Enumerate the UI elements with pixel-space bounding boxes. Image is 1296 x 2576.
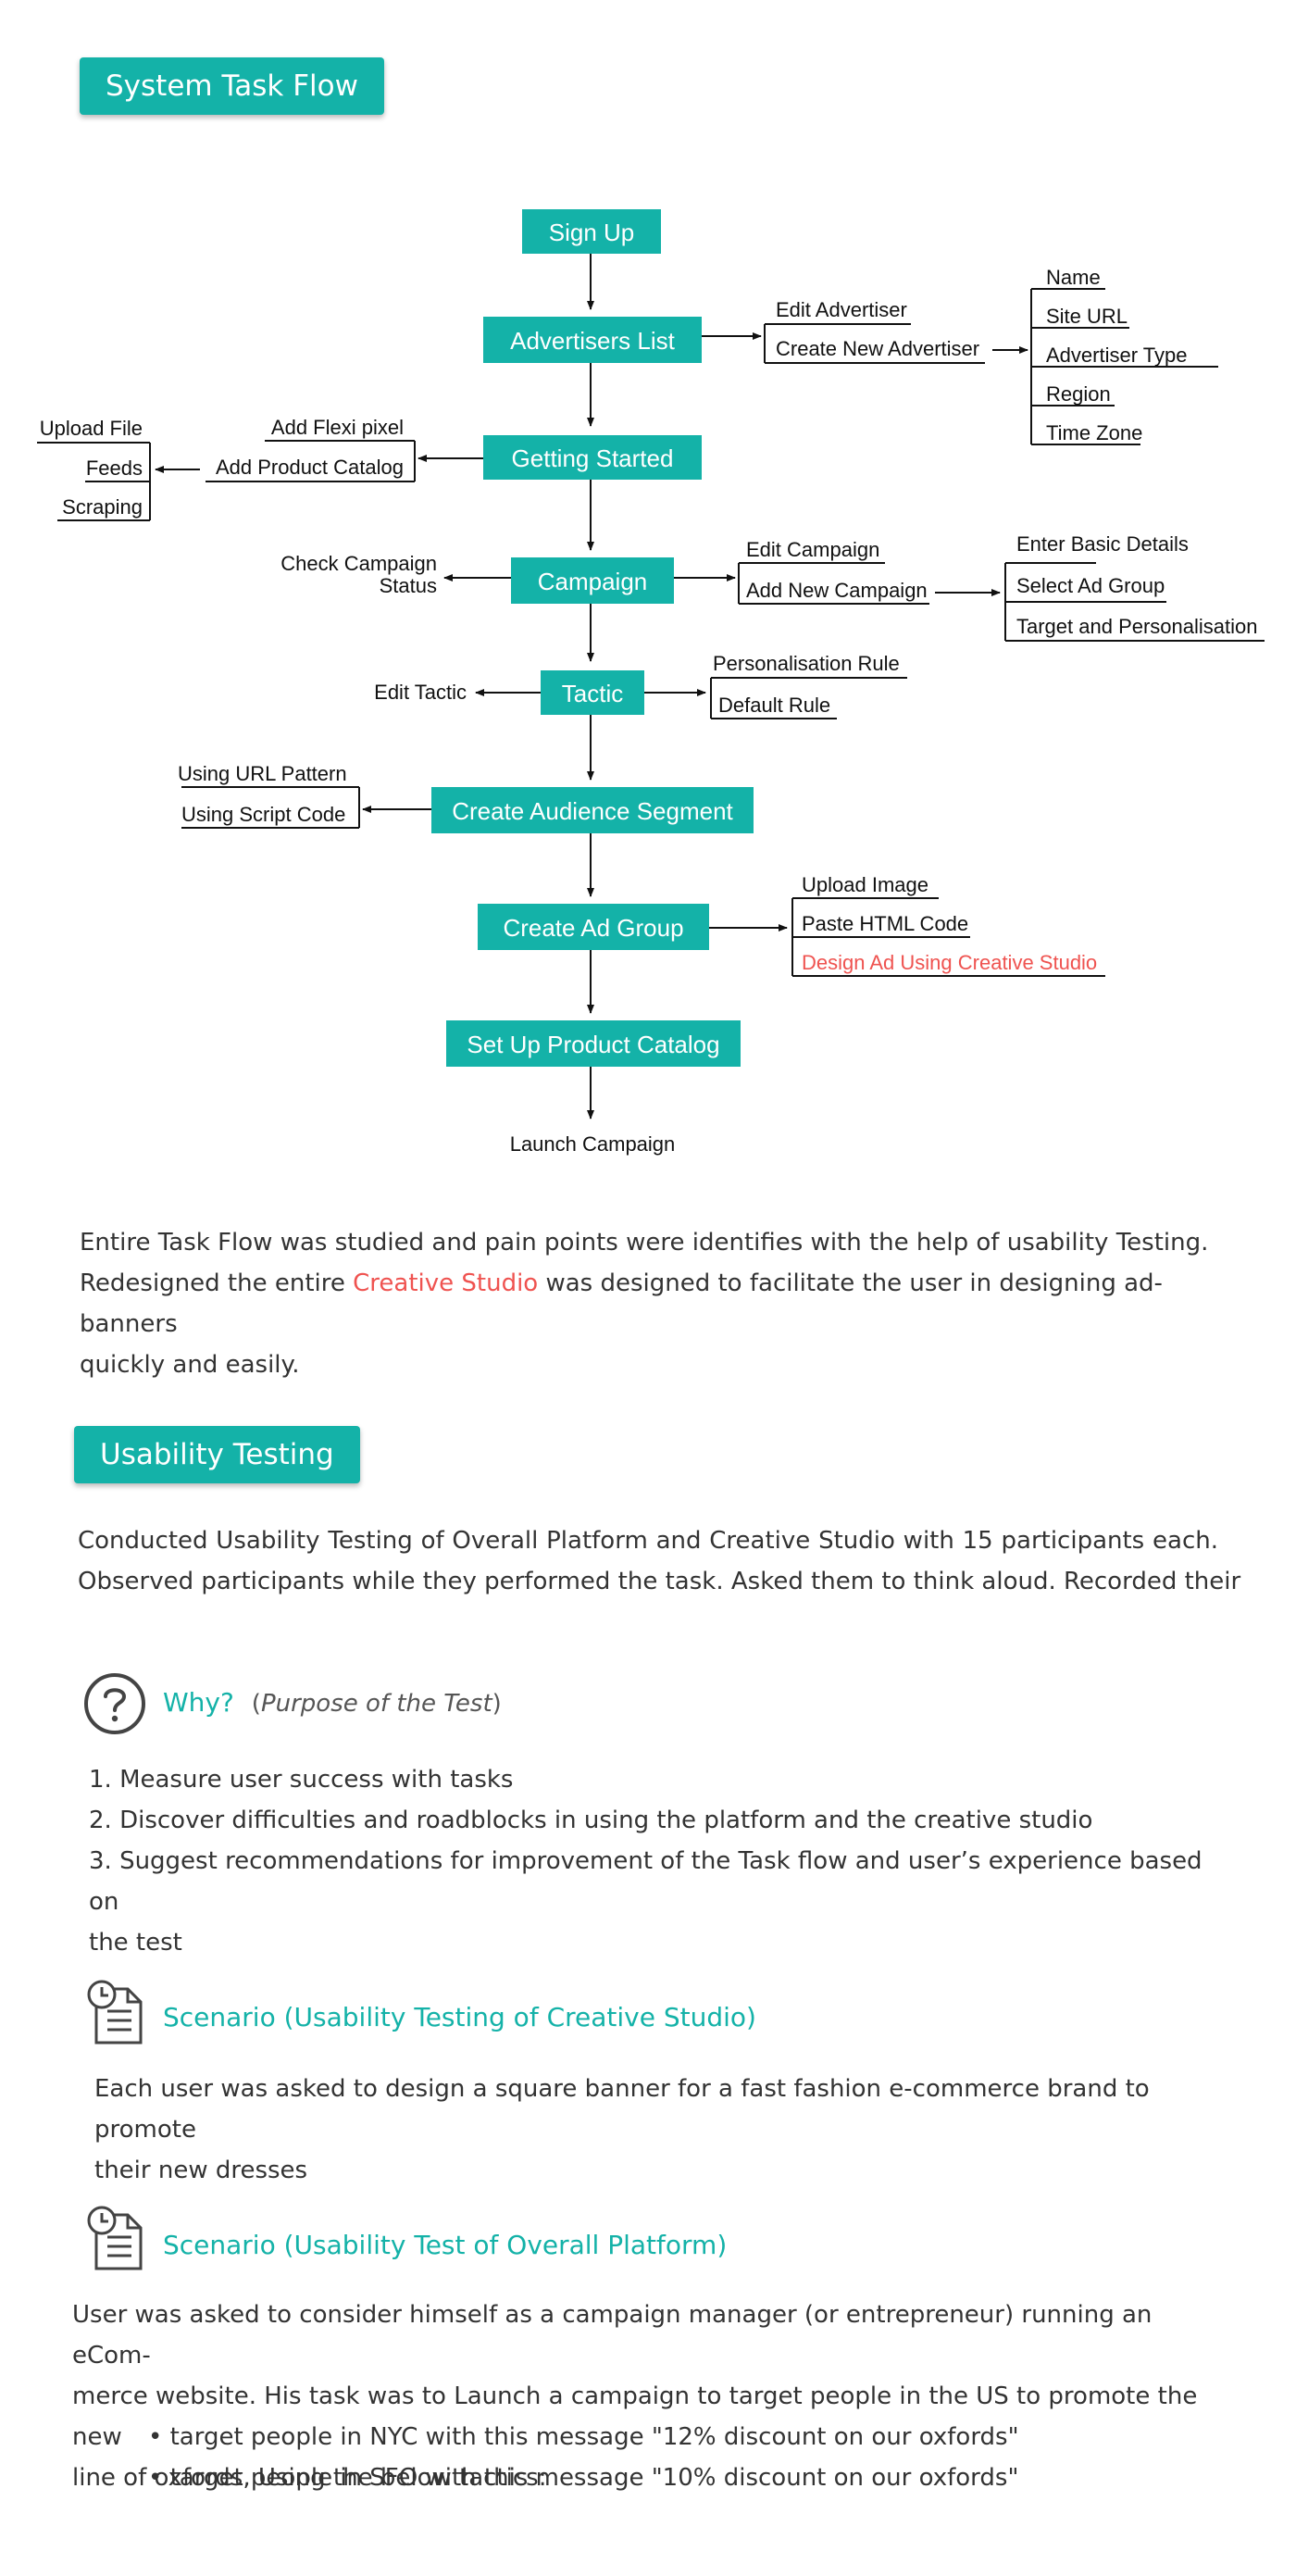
node-label: Getting Started [512, 444, 674, 472]
node-create-ad-group [478, 904, 709, 950]
why-list: 1. Measure user success with tasks 2. Di… [89, 1759, 1227, 1963]
scenario-line: merce website. His task was to Launch a … [72, 2382, 1198, 2451]
node-label: Create Ad Group [503, 914, 683, 942]
branch-label: Default Rule [718, 694, 830, 717]
scenario-line: their new dresses [94, 2157, 308, 2184]
branch-label: Add Flexi pixel [271, 416, 404, 439]
why-subtitle-text: Purpose of the Test [260, 1690, 492, 1718]
paren-open: ( [251, 1690, 261, 1718]
intro-line: Conducted Usability Testing of Overall P… [78, 1527, 1218, 1555]
list-item: 1. Measure user success with tasks [89, 1766, 514, 1794]
summary-line: Entire Task Flow was studied and pain po… [80, 1229, 1209, 1257]
section-title-usability-testing: Usability Testing [74, 1426, 360, 1483]
scenario-overall-platform-text: User was asked to consider himself as a … [72, 2295, 1220, 2498]
step-label: Select Ad Group [1016, 574, 1165, 597]
usability-intro: Conducted Usability Testing of Overall P… [78, 1520, 1241, 1602]
node-getting-started [483, 435, 702, 480]
status-label: Status [380, 574, 437, 597]
node-set-up-product-catalog [446, 1020, 741, 1067]
branch-label: Paste HTML Code [802, 912, 968, 935]
node-campaign [511, 557, 674, 604]
document-clock-icon [87, 2206, 143, 2270]
why-title: Why? [163, 1687, 234, 1718]
scenario-creative-studio-heading: Scenario (Usability Testing of Creative … [163, 2002, 756, 2032]
question-circle-icon [84, 1673, 145, 1734]
field-label: Region [1046, 382, 1111, 406]
list-item: 3. Suggest recommendations for improveme… [89, 1847, 1203, 1916]
field-label: Time Zone [1046, 421, 1142, 444]
node-label: Sign Up [549, 219, 635, 246]
node-label: Campaign [538, 568, 648, 595]
branch-label: Personalisation Rule [713, 652, 900, 675]
node-label: Advertisers List [510, 327, 675, 355]
document-clock-icon [87, 1980, 143, 2045]
step-label: Enter Basic Details [1016, 532, 1189, 556]
task-flow-diagram: Sign Up Advertisers List Getting Started… [37, 209, 1265, 1156]
end-label: Launch Campaign [510, 1132, 676, 1156]
branch-label: Upload Image [802, 873, 928, 896]
node-label: Create Audience Segment [452, 797, 733, 825]
branch-label: Using URL Pattern [178, 762, 347, 785]
paren-close: ) [492, 1690, 502, 1718]
branch-label: Edit Campaign [746, 538, 879, 561]
source-label: Feeds [86, 456, 143, 480]
summary-text: Entire Task Flow was studied and pain po… [80, 1222, 1218, 1385]
branch-label: Edit Advertiser [776, 298, 907, 321]
source-label: Scraping [62, 495, 143, 519]
source-label: Upload File [40, 417, 143, 440]
branch-label: Using Script Code [181, 803, 345, 826]
branch-label-highlight: Design Ad Using Creative Studio [802, 951, 1097, 974]
list-item: target people in NYC with this message "… [148, 2417, 1222, 2457]
field-label: Advertiser Type [1046, 344, 1187, 367]
status-label: Check Campaign [280, 552, 437, 575]
branch-label: Add Product Catalog [216, 456, 404, 479]
node-sign-up [522, 209, 661, 254]
why-heading: Why? (Purpose of the Test) [163, 1687, 502, 1718]
creative-studio-link: Creative Studio [353, 1269, 539, 1297]
list-item: the test [89, 1929, 182, 1957]
scenario-line: User was asked to consider himself as a … [72, 2301, 1153, 2370]
node-label: Tactic [562, 680, 623, 707]
branch-label: Create New Advertiser [776, 337, 979, 360]
scenario-overall-platform-heading: Scenario (Usability Test of Overall Plat… [163, 2230, 728, 2260]
node-tactic [541, 670, 644, 715]
tactics-list: target people in NYC with this message "… [148, 2417, 1222, 2498]
scenario-line: Each user was asked to design a square b… [94, 2075, 1150, 2144]
field-label: Site URL [1046, 305, 1128, 328]
intro-line: Observed participants while they perform… [78, 1568, 1241, 1595]
section-title-task-flow: System Task Flow [80, 57, 384, 115]
summary-line: was designed to facilitate the user in d… [80, 1269, 1163, 1338]
field-label: Name [1046, 266, 1101, 289]
node-create-audience-segment [431, 787, 754, 833]
node-advertisers-list [483, 317, 702, 363]
branch-label: Add New Campaign [746, 579, 928, 602]
branch-label: Edit Tactic [374, 681, 467, 704]
node-label: Set Up Product Catalog [467, 1031, 719, 1058]
summary-line: quickly and easily. [80, 1351, 300, 1379]
step-label: Target and Personalisation [1016, 615, 1258, 638]
list-item: 2. Discover difficulties and roadblocks … [89, 1807, 1093, 1834]
scenario-creative-studio-text: Each user was asked to design a square b… [94, 2069, 1224, 2191]
list-item: target people in SFO with this message "… [148, 2457, 1222, 2498]
summary-line: Redesigned the entire [80, 1269, 354, 1297]
why-subtitle: (Purpose of the Test) [252, 1690, 502, 1718]
